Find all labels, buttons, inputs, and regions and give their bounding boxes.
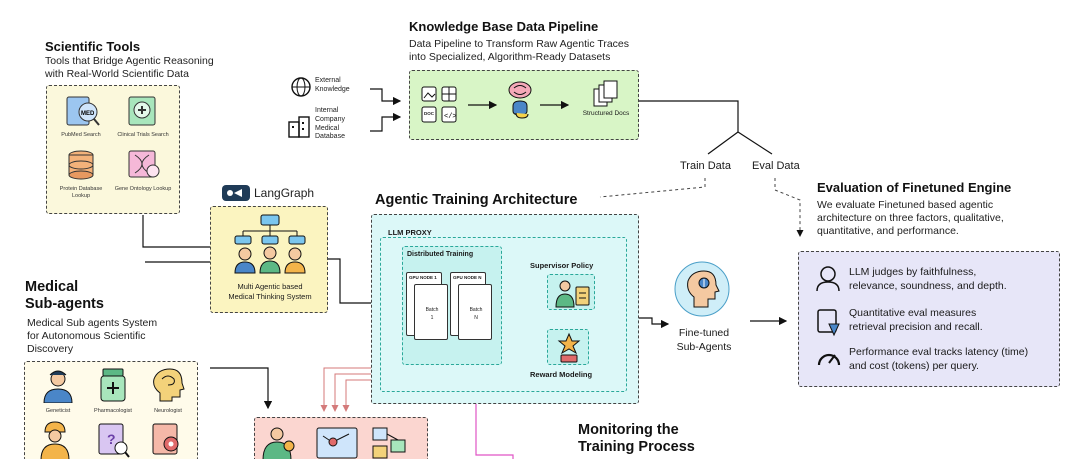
trophy-icon (557, 332, 581, 363)
internal-database-label: Internal Company Medical Database (315, 107, 345, 141)
svg-text:MED: MED (81, 111, 95, 117)
llm-proxy-label: LLM PROXY (388, 228, 432, 237)
clinical-trials-icon (128, 96, 156, 126)
gpu-node-1-batch: Batch 1 (414, 284, 448, 340)
structured-docs-label: Structured Docs (582, 110, 630, 117)
medical-desc: Medical Sub agents System for Autonomous… (27, 317, 158, 356)
research-agent-icon: ? (95, 420, 131, 459)
worker-agent-icon (37, 420, 73, 459)
langgraph-logo-icon (222, 185, 250, 206)
geneticist-icon (43, 370, 73, 404)
pipeline-title: Knowledge Base Data Pipeline (409, 19, 599, 34)
brain-head-icon (153, 368, 185, 402)
agent-neurologist[interactable]: Neurologist (143, 367, 193, 415)
pill-bottle-icon (100, 368, 126, 402)
scientific-tools-title: Scientific Tools (45, 39, 141, 54)
reward-box (547, 329, 589, 365)
pubmed-icon: MED (66, 96, 100, 126)
supervisor-icon (555, 280, 590, 308)
globe-icon (290, 76, 312, 103)
langgraph-system-label: Multi Agentic based Medical Thinking Sys… (228, 282, 312, 301)
svg-text:</>: </> (444, 113, 457, 121)
database-icon (68, 150, 94, 180)
eval-data-label: Eval Data (752, 160, 800, 172)
supervisor-policy-label: Supervisor Policy (530, 261, 594, 270)
proxy-inner-box (380, 237, 627, 392)
medical-title: Medical Sub-agents (25, 279, 104, 313)
agent-pharmacologist[interactable]: Pharmacologist (87, 367, 139, 415)
reward-modeling-label: Reward Modeling (530, 370, 593, 379)
langgraph-brand: LangGraph (254, 186, 315, 200)
agent-geneticist[interactable]: Geneticist (33, 367, 83, 415)
medical-agents-box: Geneticist Pharmacologist Neurologist ? (24, 361, 198, 459)
tool-pubmed[interactable]: MED PubMed Search (61, 95, 101, 139)
evaluation-box (798, 251, 1060, 387)
scientific-tools-subtitle: Tools that Bridge Agentic Reasoning with… (45, 55, 214, 81)
doc-label: DOC (424, 111, 434, 116)
supervisor-box (547, 274, 595, 310)
tool-protein-database[interactable]: Protein Database Lookup (53, 149, 109, 199)
tool-gene-ontology[interactable]: Gene Ontology Lookup (113, 149, 173, 193)
monitoring-box (254, 417, 428, 459)
monitoring-icons (262, 427, 406, 459)
document-check-icon (816, 309, 842, 342)
tool-clinical-trials[interactable]: Clinical Trials Search (113, 95, 173, 139)
eval-item-qualitative: LLM judges by faithfulness, relevance, s… (849, 266, 1007, 292)
external-knowledge-label: External Knowledge (315, 77, 350, 93)
building-icon (287, 116, 311, 143)
train-data-label: Train Data (680, 160, 731, 172)
llm-judge-icon (814, 264, 842, 297)
gpu-node-n-batch: Batch N (458, 284, 492, 340)
pipeline-box: </> DOC Structured Docs (409, 70, 639, 140)
scientific-tools-box: MED PubMed Search Clinical Trials Search… (46, 85, 180, 214)
speedometer-icon (816, 348, 842, 375)
dna-icon (128, 150, 160, 178)
monitoring-title: Monitoring the Training Process (578, 422, 695, 456)
eval-item-quantitative: Quantitative eval measures retrieval pre… (849, 307, 983, 333)
ai-head-icon (672, 259, 732, 324)
evaluation-title: Evaluation of Finetuned Engine (817, 180, 1012, 195)
pipeline-subtitle: Data Pipeline to Transform Raw Agentic T… (409, 38, 630, 64)
finetuned-subagents-label: Fine-tuned Sub-Agents (676, 327, 732, 353)
evaluation-desc: We evaluate Finetuned based agentic arch… (817, 199, 1004, 238)
training-title: Agentic Training Architecture (375, 192, 578, 208)
langgraph-box: Multi Agentic based Medical Thinking Sys… (210, 206, 328, 313)
svg-text:?: ? (107, 431, 116, 447)
distributed-training-label: Distributed Training (407, 251, 474, 258)
multi-agent-icon (234, 214, 306, 274)
settings-doc-icon (149, 420, 185, 459)
eval-item-performance: Performance eval tracks latency (time) a… (849, 346, 1029, 372)
pipeline-flow-icons: </> (421, 80, 618, 123)
